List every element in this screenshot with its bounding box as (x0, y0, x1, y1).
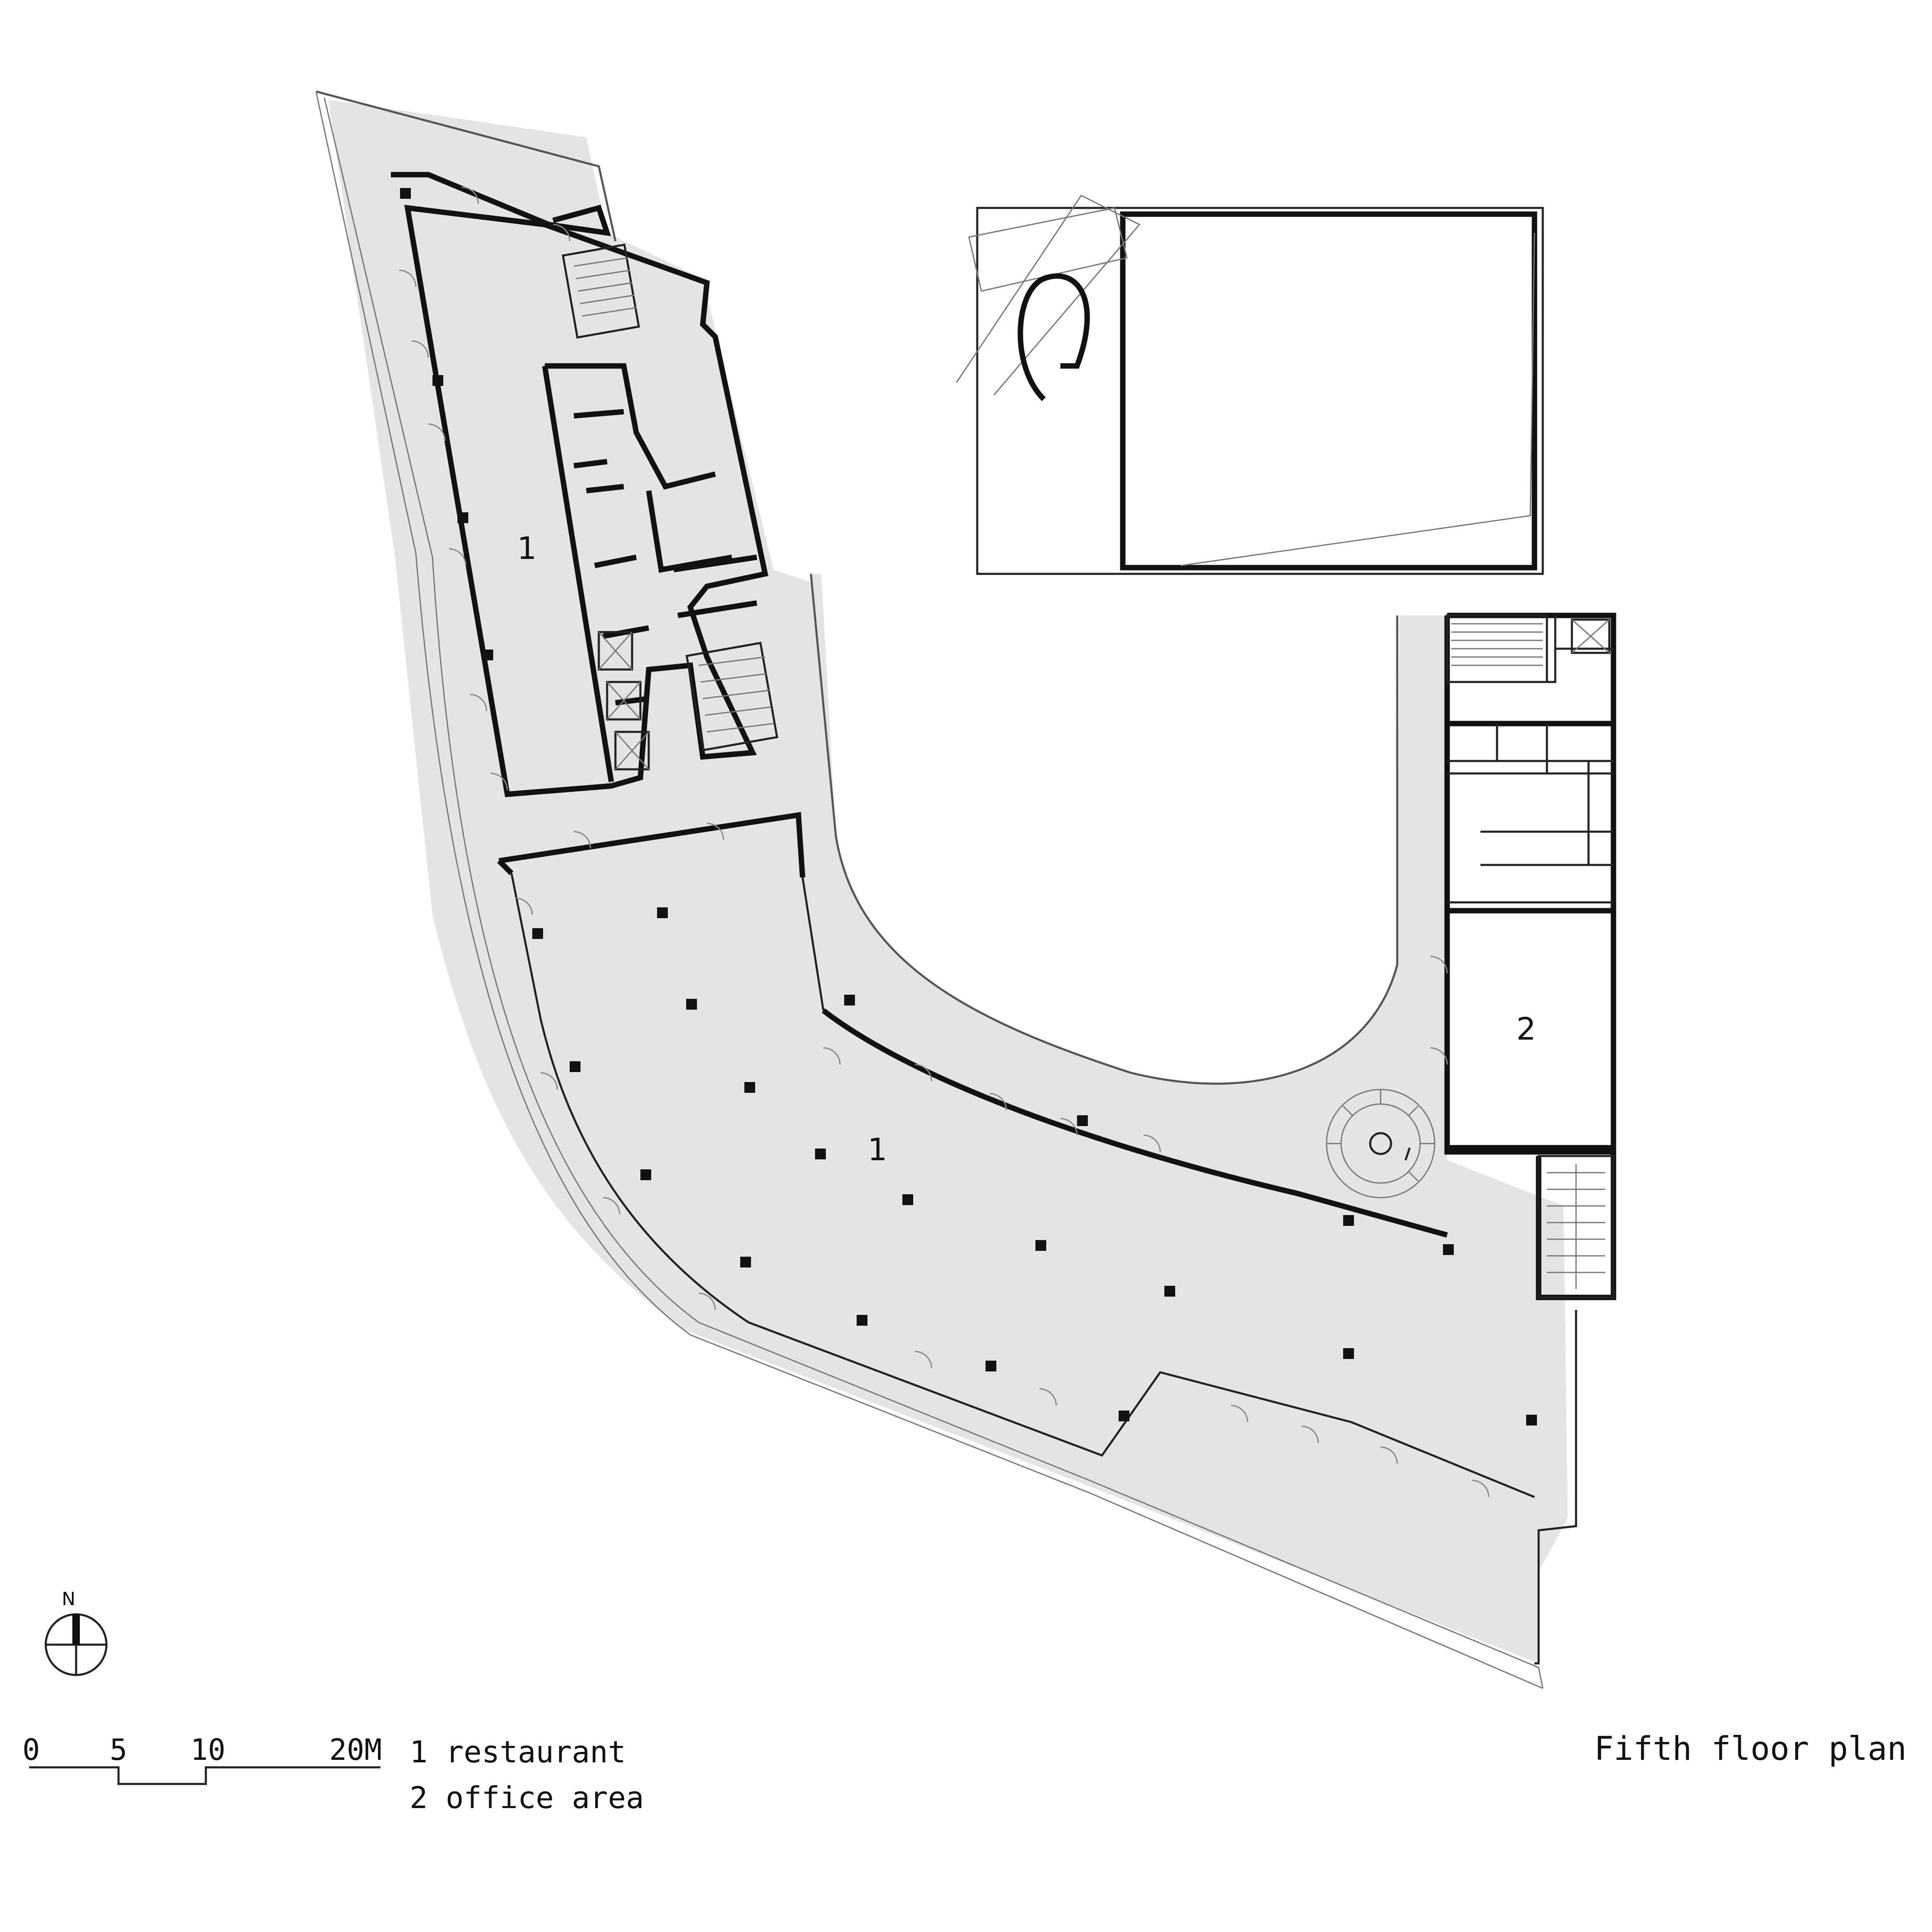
east-block-wall (1444, 613, 1616, 1300)
room-label-north-restaurant: 1 (517, 531, 536, 566)
central-stair-core (685, 642, 778, 751)
north-stair-core (561, 243, 640, 339)
scale-bar: 0 5 10 20M (22, 1733, 382, 1785)
scale-tick-0: 0 (22, 1733, 40, 1767)
room-label-office: 2 (1516, 1011, 1536, 1047)
scale-tick-5: 5 (110, 1733, 127, 1767)
elevator-shafts-north (598, 631, 650, 771)
north-wing-inner-rooms (542, 363, 758, 783)
main-wing-wall (822, 1008, 1448, 1238)
main-wing-glazing (510, 873, 1535, 1498)
scale-tick-10: 10 (190, 1733, 225, 1767)
scale-tick-20m: 20M (329, 1733, 382, 1767)
room-label-main-restaurant: 1 (867, 1132, 887, 1168)
door-swings (399, 186, 1490, 1497)
drawing-title: Fifth floor plan (1594, 1730, 1907, 1768)
legend-item-office-area: 2 office area (410, 1780, 644, 1815)
building-outer-edge (316, 90, 1398, 1085)
east-service-rooms (1446, 614, 1613, 904)
north-arrow-icon: N (44, 1589, 108, 1676)
east-stair-core (1537, 1155, 1615, 1299)
structural-columns (400, 188, 1537, 1426)
legend-item-restaurant: 1 restaurant (410, 1734, 626, 1769)
terrace-area (329, 100, 1568, 1663)
north-label: N (62, 1589, 76, 1610)
building-outer-edge-south (315, 91, 1544, 1689)
elliptical-stair (1018, 273, 1090, 401)
north-east-volume (956, 195, 1544, 575)
link-corridor-wall (497, 783, 805, 878)
spiral-stair (1326, 1089, 1435, 1198)
terrace-inner-edge (1404, 1147, 1577, 1665)
legend: 1 restaurant 2 office area (410, 1734, 644, 1815)
